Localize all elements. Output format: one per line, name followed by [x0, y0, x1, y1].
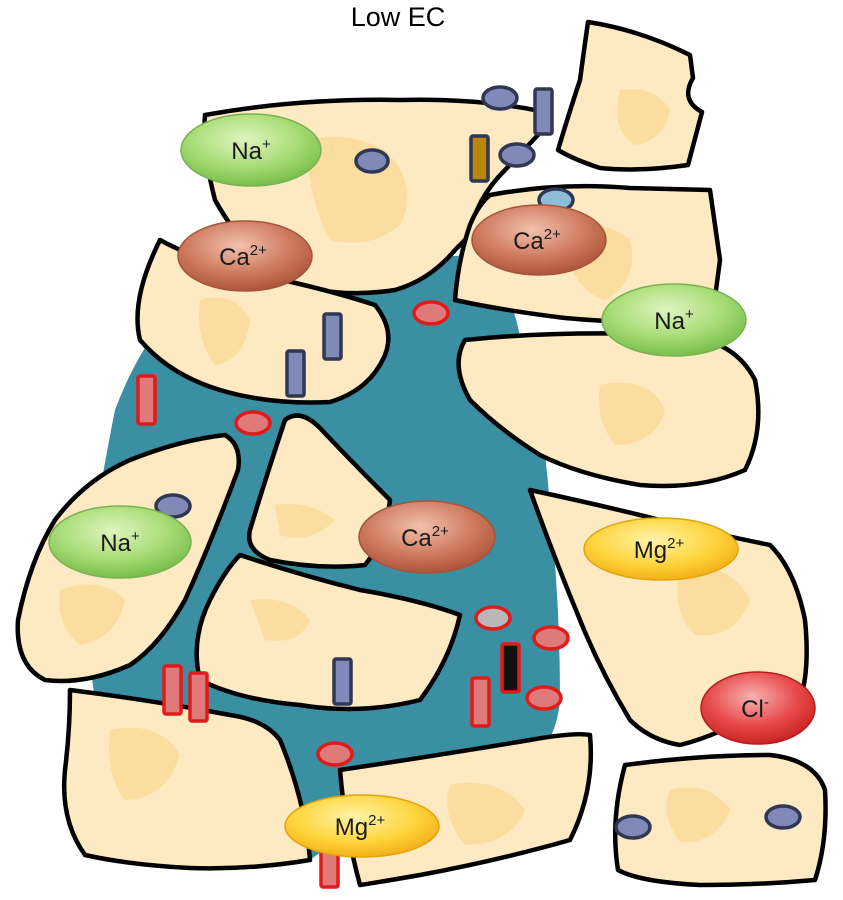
rod-2 [471, 136, 488, 181]
grain-2 [558, 22, 702, 169]
red-rod-2 [164, 666, 181, 714]
ion-na-1: Na+ [181, 114, 321, 186]
red-rod-1 [138, 376, 155, 424]
ion-na-2: Na+ [602, 284, 746, 356]
rod-1 [535, 89, 552, 134]
rod-5 [334, 659, 351, 704]
red-rod-3 [190, 673, 207, 721]
red-oval-4 [534, 627, 568, 649]
ion-cl-1: Cl- [701, 672, 815, 744]
diagram-title: Low EC [351, 2, 446, 32]
red-rod-4 [472, 678, 489, 726]
red-oval-5 [527, 687, 561, 709]
site-oval-2 [356, 150, 388, 172]
ion-mg-2: Mg2+ [285, 795, 439, 857]
red-oval-2 [236, 412, 270, 434]
rod-3 [324, 314, 341, 359]
site-oval-3 [500, 144, 534, 166]
ion-ca-3: Ca2+ [359, 501, 495, 573]
rod-4 [287, 351, 304, 396]
site-oval-6 [616, 816, 650, 838]
ion-ca-1: Ca2+ [178, 221, 312, 291]
red-oval-3 [476, 607, 510, 629]
ion-na-3: Na+ [49, 506, 191, 578]
red-oval-1 [414, 302, 448, 324]
site-oval-7 [766, 806, 800, 828]
red-oval-6 [318, 743, 352, 765]
site-oval-1 [483, 87, 517, 109]
red-rod-5 [502, 644, 519, 692]
ion-ca-2: Ca2+ [472, 205, 606, 275]
ion-mg-1: Mg2+ [584, 518, 738, 580]
